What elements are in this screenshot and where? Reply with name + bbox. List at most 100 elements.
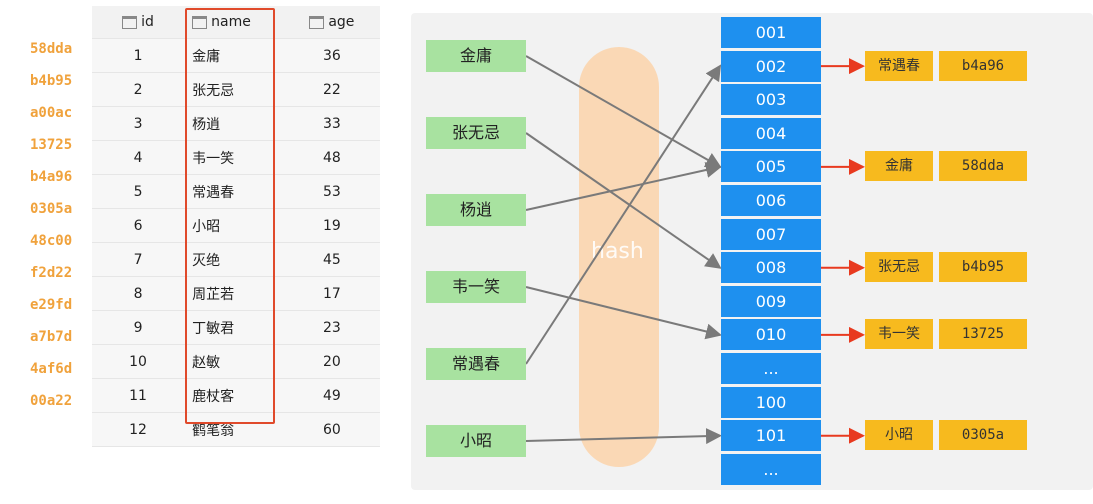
- result-hash: b4b95: [939, 252, 1027, 283]
- cell-age: 48: [283, 140, 380, 175]
- cell-id: 5: [92, 174, 185, 209]
- row-hash: 4af6d: [30, 361, 73, 377]
- header-name-label: name: [211, 14, 251, 30]
- mapping-arrow: [525, 162, 722, 211]
- row-hash: 58dda: [30, 41, 73, 57]
- cell-name: 灭绝: [184, 242, 284, 277]
- header-id[interactable]: id: [92, 6, 185, 39]
- row-hash: 48c00: [30, 233, 73, 249]
- bucket-slot: 009: [721, 285, 821, 317]
- bucket-slot: 007: [721, 218, 821, 250]
- row-hash: e29fd: [30, 297, 73, 313]
- bucket-slot: 010: [721, 319, 821, 351]
- cell-id: 2: [92, 72, 185, 107]
- bucket-slot: 008: [721, 252, 821, 284]
- cell-id: 1: [92, 38, 185, 73]
- cell-name: 金庸: [184, 38, 284, 73]
- key-box: 张无忌: [426, 117, 526, 149]
- row-hash: b4b95: [30, 73, 73, 89]
- bucket-slot: 006: [721, 185, 821, 216]
- mapping-arrow: [525, 428, 722, 445]
- column-icon: [309, 15, 325, 29]
- cell-id: 11: [92, 378, 185, 413]
- bucket-slot: 005: [721, 151, 821, 183]
- cell-id: 8: [92, 276, 185, 311]
- key-box: 韦一笑: [426, 271, 526, 303]
- cell-age: 23: [283, 310, 380, 345]
- cell-name: 韦一笑: [184, 140, 284, 175]
- result-name: 常遇春: [865, 50, 933, 81]
- cell-age: 45: [283, 242, 380, 277]
- mapping-arrow: [525, 132, 722, 269]
- cell-id: 4: [92, 140, 185, 175]
- cell-name: 杨逍: [184, 106, 284, 141]
- header-age[interactable]: age: [283, 6, 380, 39]
- result-hash: b4a96: [939, 50, 1027, 81]
- mapping-arrow: [525, 64, 722, 365]
- diagram-arrows: [525, 55, 865, 445]
- cell-name: 丁敏君: [184, 310, 284, 345]
- header-name[interactable]: name: [184, 6, 284, 39]
- cell-name: 常遇春: [184, 174, 284, 209]
- cell-id: 7: [92, 242, 185, 277]
- bucket-slot: ...: [721, 453, 821, 485]
- result-hash: 58dda: [939, 151, 1027, 182]
- cell-name: 鹿杖客: [184, 378, 284, 413]
- cell-age: 33: [283, 106, 380, 141]
- result-hash: 13725: [939, 319, 1027, 350]
- key-box: 常遇春: [426, 348, 526, 380]
- bucket-slot: 002: [721, 50, 821, 82]
- row-hash: f2d22: [30, 265, 73, 281]
- table-header-row: id name age: [92, 6, 380, 39]
- bucket-slot: 101: [721, 420, 821, 452]
- bucket-slot: 001: [721, 17, 821, 48]
- hash-function-shape: [579, 47, 659, 467]
- cell-id: 6: [92, 208, 185, 243]
- row-hash: b4a96: [30, 169, 73, 185]
- row-hash: a7b7d: [30, 329, 73, 345]
- bucket-slot: ...: [721, 353, 821, 384]
- column-icon: [192, 15, 208, 29]
- key-box: 杨逍: [426, 194, 526, 226]
- cell-name: 小昭: [184, 208, 284, 243]
- cell-age: 49: [283, 378, 380, 413]
- result-name: 小昭: [865, 420, 933, 451]
- key-box: 金庸: [426, 40, 526, 72]
- result-name: 张无忌: [865, 252, 933, 283]
- result-name: 金庸: [865, 151, 933, 182]
- result-hash: 0305a: [939, 420, 1027, 451]
- result-name: 韦一笑: [865, 319, 933, 350]
- cell-age: 53: [283, 174, 380, 209]
- header-age-label: age: [328, 14, 355, 30]
- bucket-slot: 100: [721, 386, 821, 418]
- mapping-arrow: [525, 55, 722, 168]
- row-hash: a00ac: [30, 105, 73, 121]
- mapping-arrow: [525, 286, 722, 340]
- cell-age: 19: [283, 208, 380, 243]
- cell-id: 12: [92, 412, 185, 447]
- cell-id: 10: [92, 344, 185, 379]
- cell-age: 20: [283, 344, 380, 379]
- cell-age: 22: [283, 72, 380, 107]
- cell-name: 周芷若: [184, 276, 284, 311]
- cell-name: 张无忌: [184, 72, 284, 107]
- cell-age: 17: [283, 276, 380, 311]
- row-hash: 00a22: [30, 393, 73, 409]
- cell-name: 赵敏: [184, 344, 284, 379]
- cell-age: 60: [283, 412, 380, 447]
